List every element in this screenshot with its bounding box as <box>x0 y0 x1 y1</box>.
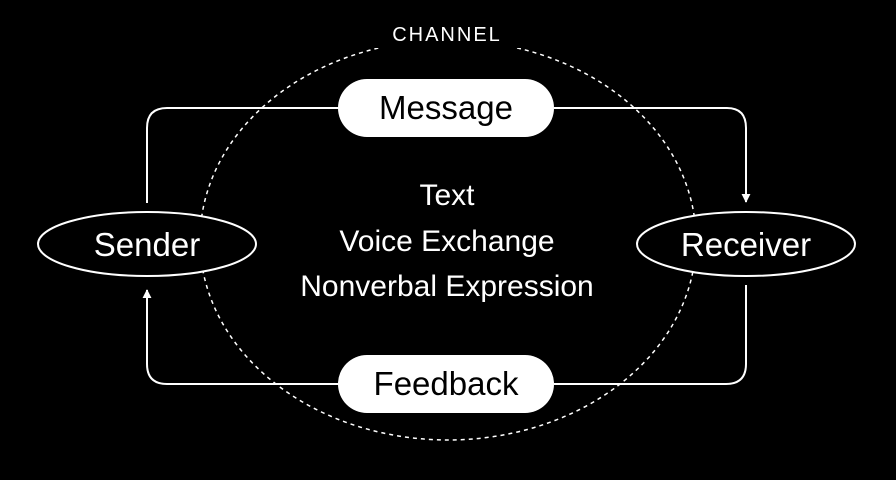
message-connector-left <box>146 107 340 203</box>
feedback-label: Feedback <box>374 365 519 402</box>
message-label: Message <box>379 89 513 126</box>
channel-item-voice: Voice Exchange <box>339 225 554 258</box>
feedback-connector-right <box>554 285 747 385</box>
channel-label: CHANNEL <box>392 24 502 46</box>
message-node: Message <box>338 79 554 137</box>
feedback-node: Feedback <box>338 355 554 413</box>
receiver-node: Receiver <box>636 211 856 277</box>
receiver-label: Receiver <box>681 226 811 263</box>
feedback-arrow <box>142 289 340 385</box>
channel-item-text: Text <box>419 179 475 212</box>
message-arrow <box>554 107 751 203</box>
channel-item-nonverbal: Nonverbal Expression <box>300 270 593 303</box>
sender-node: Sender <box>37 211 257 277</box>
sender-label: Sender <box>94 226 200 263</box>
